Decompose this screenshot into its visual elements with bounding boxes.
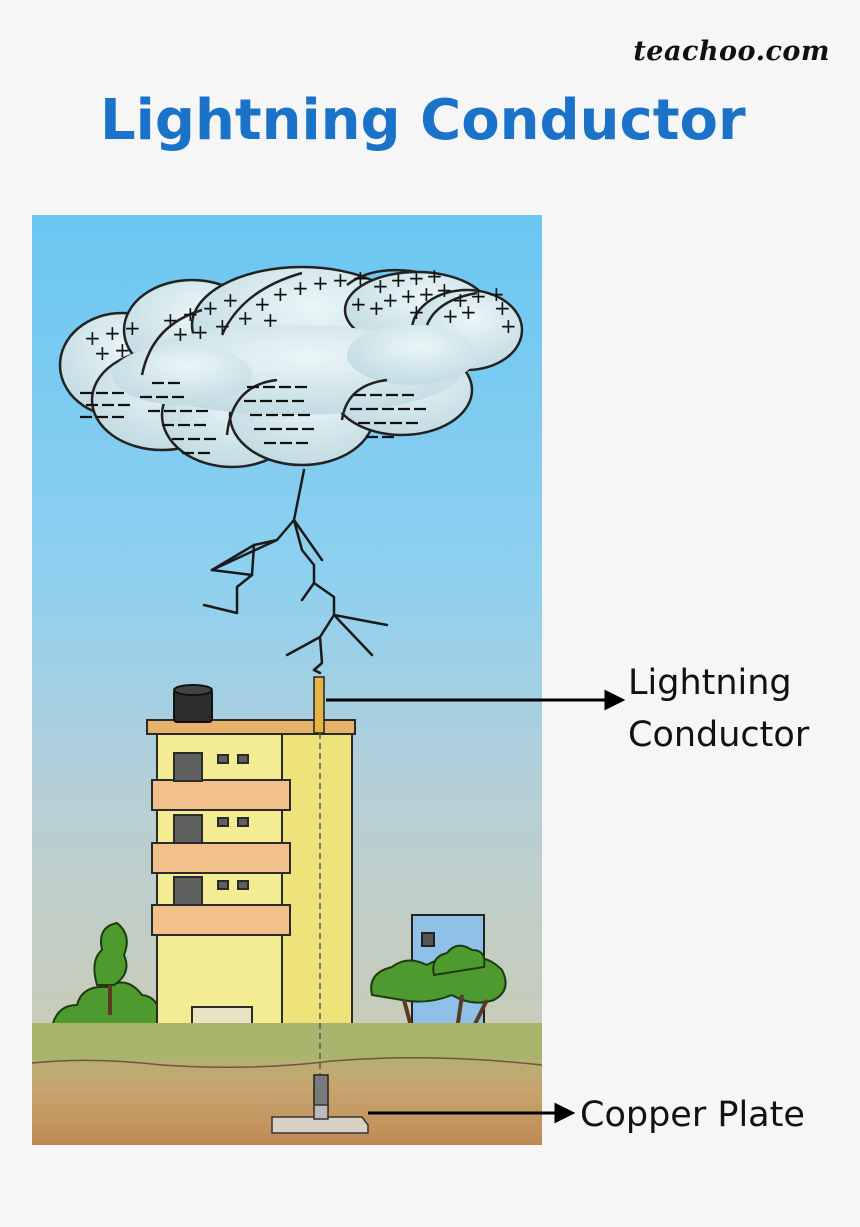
water-tank — [173, 684, 213, 723]
brand-logo: teachoo.com — [633, 36, 830, 67]
negative-charges — [80, 381, 426, 455]
svg-text:+: + — [408, 300, 425, 324]
grass-strip — [32, 1023, 542, 1063]
svg-text:+: + — [114, 338, 131, 362]
positive-charges: +++ ++ +++ +++ ++ +++ +++ + +++ +++ +++ … — [84, 264, 517, 365]
svg-text:+: + — [352, 266, 369, 290]
svg-text:+: + — [488, 282, 505, 306]
svg-text:+: + — [350, 292, 367, 316]
svg-text:+: + — [84, 326, 101, 350]
svg-text:+: + — [368, 296, 385, 320]
lightning-conductor-label: Lightning Conductor — [628, 658, 809, 762]
svg-text:+: + — [172, 322, 189, 346]
bushes-left — [50, 921, 162, 1028]
svg-text:+: + — [332, 268, 349, 292]
svg-text:+: + — [192, 320, 209, 344]
svg-text:+: + — [162, 308, 179, 332]
svg-text:+: + — [262, 308, 279, 332]
svg-text:+: + — [312, 271, 329, 295]
copper-plate-illustration — [271, 1104, 369, 1134]
svg-text:+: + — [460, 300, 477, 324]
svg-text:+: + — [442, 304, 459, 328]
svg-text:+: + — [272, 282, 289, 306]
svg-text:+: + — [292, 276, 309, 300]
copper-plate-label: Copper Plate — [580, 1095, 805, 1135]
svg-text:+: + — [426, 264, 443, 288]
svg-text:+: + — [372, 274, 389, 298]
arrowhead-copper-plate — [554, 1102, 576, 1124]
label-line-1: Lightning — [628, 663, 792, 703]
svg-text:+: + — [182, 302, 199, 326]
svg-text:+: + — [382, 288, 399, 312]
svg-text:+: + — [470, 284, 487, 308]
svg-text:+: + — [400, 284, 417, 308]
main-building — [146, 719, 356, 1031]
svg-text:+: + — [237, 306, 254, 330]
svg-text:+: + — [452, 288, 469, 312]
svg-text:+: + — [214, 314, 231, 338]
svg-text:+: + — [390, 268, 407, 292]
svg-text:+: + — [408, 266, 425, 290]
label-line-2: Conductor — [628, 714, 810, 755]
svg-text:+: + — [436, 278, 453, 302]
svg-text:+: + — [500, 314, 517, 338]
svg-text:+: + — [494, 296, 511, 320]
lightning-scene: +++ ++ +++ +++ ++ +++ +++ + +++ +++ +++ … — [32, 215, 542, 1145]
arrowhead-conductor — [604, 689, 626, 711]
svg-text:+: + — [222, 288, 239, 312]
svg-text:+: + — [94, 341, 111, 365]
svg-text:+: + — [202, 296, 219, 320]
conductor-rod — [313, 676, 325, 734]
svg-text:+: + — [254, 292, 271, 316]
svg-text:+: + — [418, 282, 435, 306]
scene-illustration: +++ ++ +++ +++ ++ +++ +++ + +++ +++ +++ … — [32, 215, 542, 1145]
page-title: Lightning Conductor — [100, 88, 746, 153]
svg-text:+: + — [104, 321, 121, 345]
cloud-lobe-lines — [140, 268, 478, 436]
lightning-bolt — [202, 468, 389, 675]
svg-text:+: + — [124, 316, 141, 340]
